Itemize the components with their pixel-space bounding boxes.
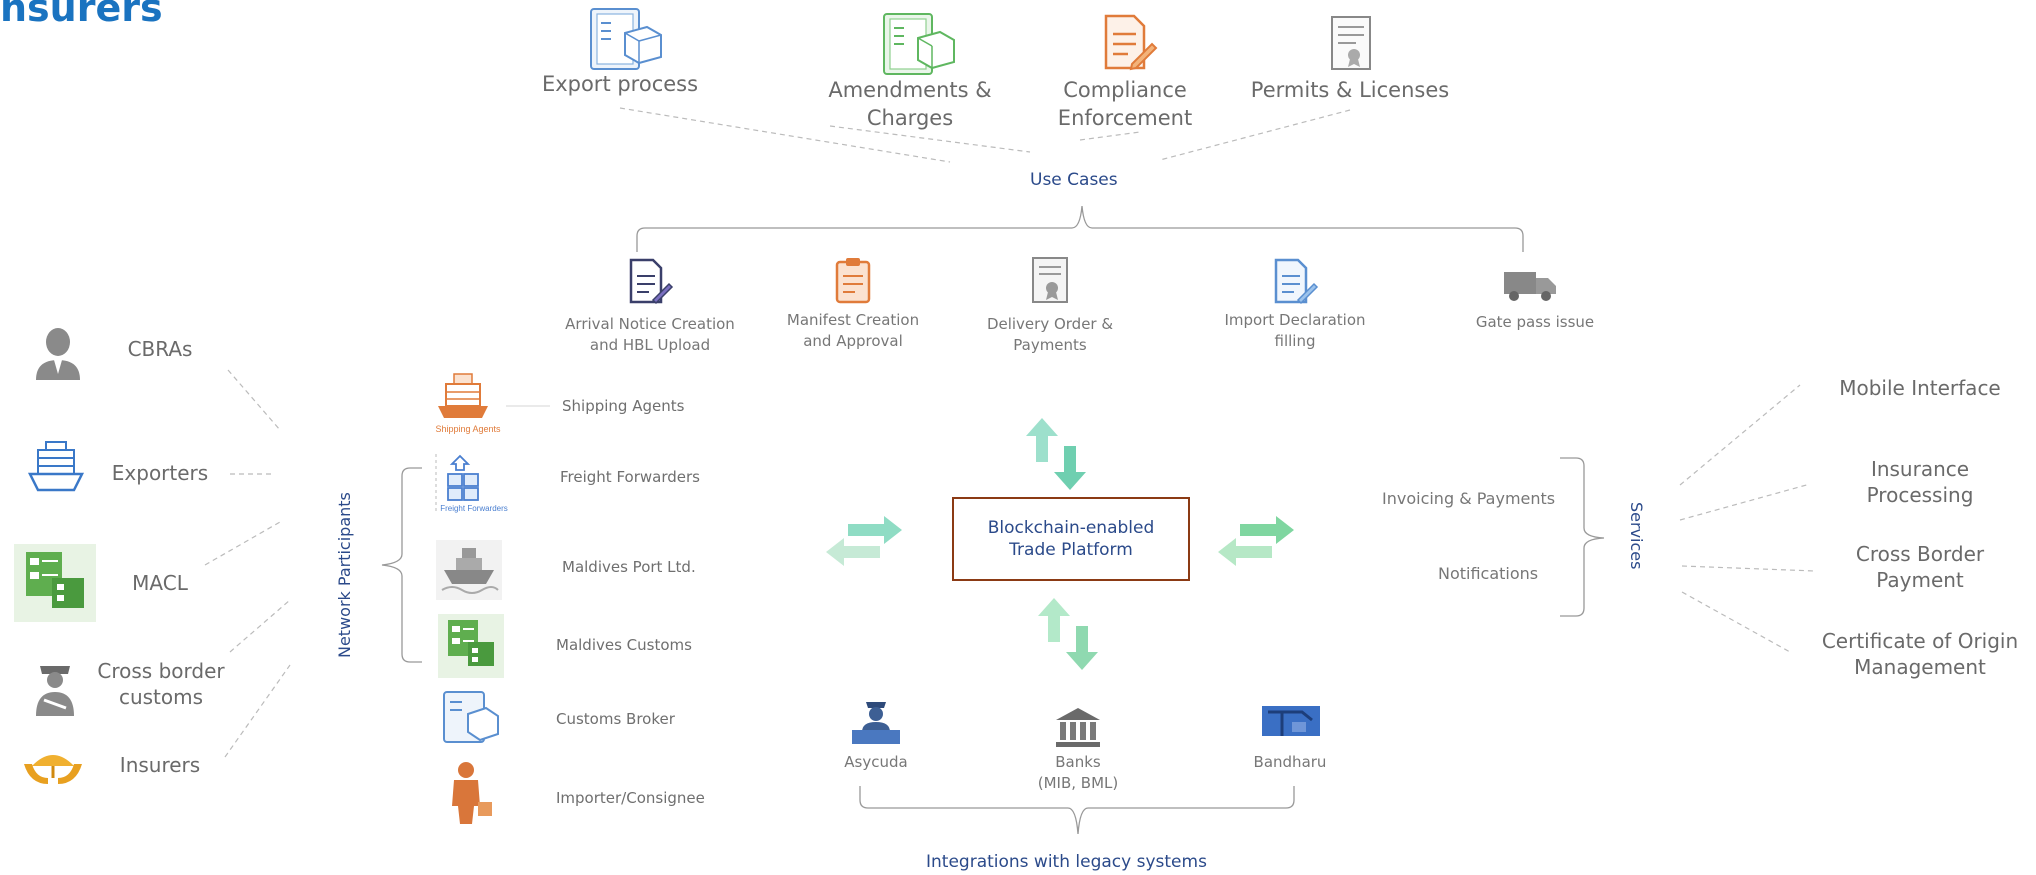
broker-document-icon — [438, 690, 504, 751]
service-item-notifications: Notifications — [1438, 564, 1539, 583]
service-item-invoicing: Invoicing & Payments — [1382, 489, 1556, 508]
left-right-arrows-right — [1218, 516, 1294, 566]
network-item-importer: Importer/Consignee — [556, 789, 705, 807]
integration-label-asycuda: Asycuda — [844, 753, 908, 771]
network-item-shipping-agents: Shipping Agents — [562, 397, 685, 415]
officer-desk-icon — [850, 698, 902, 751]
freight-forwarders-icon-caption: Freight Forwarders — [440, 504, 508, 513]
integrations-label: Integrations with legacy systems — [926, 852, 1207, 872]
integration-label-bandharu: Bandharu — [1253, 753, 1327, 771]
port-ship-icon — [436, 540, 502, 605]
clipboard-icon — [833, 256, 875, 309]
up-down-arrows-bottom — [1038, 598, 1098, 670]
use-case-label-permits: Permits & Licenses — [1250, 78, 1450, 102]
blockchain-platform-box: Blockchain-enabled Trade Platform — [952, 497, 1190, 581]
page-heading: nsurers — [0, 0, 163, 30]
participant-label-cbras: CBRAs — [127, 337, 193, 361]
participant-label-insurers: Insurers — [119, 753, 201, 777]
documents-icon — [14, 544, 96, 627]
use-case-label-compliance: Compliance Enforcement — [1057, 78, 1193, 130]
umbrella-hands-icon — [22, 744, 84, 795]
ship-icon — [27, 440, 85, 503]
use-case-label-export: Export process — [541, 72, 699, 96]
officer-icon — [32, 660, 78, 721]
left-right-arrows-left — [826, 516, 902, 566]
service-output-certificate: Certificate of Origin Management — [1821, 629, 2019, 679]
services-label: Services — [1627, 502, 1646, 570]
network-item-customs-broker: Customs Broker — [556, 710, 675, 728]
participant-label-macl: MACL — [132, 571, 188, 595]
consignee-person-icon — [440, 760, 500, 831]
step-label-gate-pass: Gate pass issue — [1475, 313, 1595, 331]
document-edit-icon — [627, 258, 674, 311]
person-icon — [32, 326, 84, 387]
blockchain-platform-label: Blockchain-enabled Trade Platform — [987, 518, 1155, 560]
bank-icon — [1054, 706, 1102, 753]
use-case-label-amendments: Amendments & Charges — [828, 78, 992, 130]
step-label-manifest: Manifest Creation and Approval — [786, 311, 920, 350]
crane-icon — [1262, 706, 1320, 751]
customs-documents-icon — [438, 614, 504, 683]
participant-label-exporters: Exporters — [111, 461, 209, 485]
up-down-arrows-top — [1026, 418, 1086, 490]
network-participants-label: Network Participants — [335, 492, 354, 658]
truck-icon — [1502, 268, 1558, 309]
step-label-arrival-notice: Arrival Notice Creation and HBL Upload — [565, 315, 735, 354]
service-output-mobile: Mobile Interface — [1839, 376, 2001, 400]
network-item-maldives-port: Maldives Port Ltd. — [562, 558, 696, 576]
document-edit-icon — [1272, 258, 1319, 311]
certificate-icon — [1328, 15, 1374, 76]
freight-boxes-icon: Freight Forwarders — [432, 452, 508, 519]
integration-label-banks: Banks (MIB, BML) — [1037, 753, 1119, 792]
shipping-agents-icon-caption: Shipping Agents — [435, 424, 501, 434]
use-cases-label: Use Cases — [1030, 170, 1118, 190]
certificate-icon — [1030, 256, 1070, 309]
service-output-insurance: Insurance Processing — [1866, 457, 1974, 507]
network-item-freight-forwarders: Freight Forwarders — [560, 468, 700, 486]
participant-label-cross-border-customs: Cross border customs — [97, 659, 225, 709]
step-label-import-declaration: Import Declaration filling — [1224, 311, 1366, 350]
network-item-maldives-customs: Maldives Customs — [556, 636, 692, 654]
document-edit-icon — [1098, 12, 1158, 77]
step-label-delivery-order: Delivery Order & Payments — [986, 315, 1114, 354]
ship-icon: Shipping Agents — [430, 372, 506, 439]
document-package-icon — [878, 10, 958, 81]
service-output-payment: Cross Border Payment — [1855, 542, 1985, 592]
document-package-icon — [585, 5, 665, 76]
